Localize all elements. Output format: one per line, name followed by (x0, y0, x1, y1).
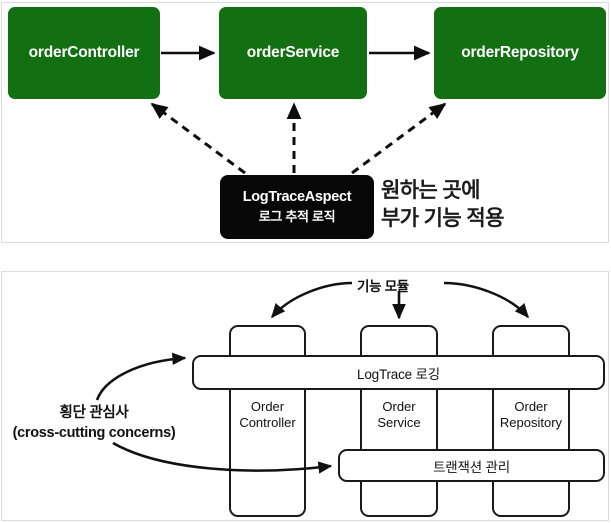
label-functional-module: 기능 모듈 (357, 279, 409, 294)
arrow-aspect-to-controller (150, 102, 246, 175)
column-label-line2: Service (377, 415, 421, 431)
logtrace-aspect-subtitle: 로그 추적 로직 (258, 209, 336, 224)
node-logtrace-aspect[interactable]: LogTraceAspect 로그 추적 로직 (220, 175, 374, 239)
aspect-bar-logtrace[interactable]: LogTrace 로깅 (192, 355, 605, 390)
column-label-order-service: Order Service (360, 399, 438, 432)
label-cross-cutting-concerns: 횡단 관심사 (cross-cutting concerns) (4, 404, 184, 443)
cross-cutting-line1: 횡단 관심사 (59, 405, 129, 421)
node-order-service[interactable]: orderService (219, 7, 367, 99)
cross-cutting-line2: (cross-cutting concerns) (12, 424, 176, 441)
arrow-aspect-to-repository (351, 102, 447, 175)
column-label-line1: Order (250, 399, 285, 414)
column-label-line1: Order (382, 399, 416, 414)
top-side-note-line1: 원하는 곳에 (381, 179, 480, 202)
column-label-order-controller: Order Controller (229, 399, 306, 432)
node-order-repository[interactable]: orderRepository (434, 7, 606, 99)
node-order-controller[interactable]: orderController (8, 7, 160, 99)
column-label-line2: Controller (239, 415, 296, 431)
aspect-bar-transaction[interactable]: 트랜잭션 관리 (338, 449, 605, 482)
column-label-order-repository: Order Repository (492, 399, 570, 432)
column-label-line1: Order (514, 399, 548, 414)
column-label-line2: Repository (499, 415, 563, 431)
top-side-note-line2: 부가 기능 적용 (381, 207, 504, 231)
top-diagram-panel: orderController orderService orderReposi… (1, 2, 609, 243)
logtrace-aspect-title: LogTraceAspect (242, 189, 352, 205)
top-side-note: 원하는 곳에 부가 기능 적용 (381, 177, 504, 233)
